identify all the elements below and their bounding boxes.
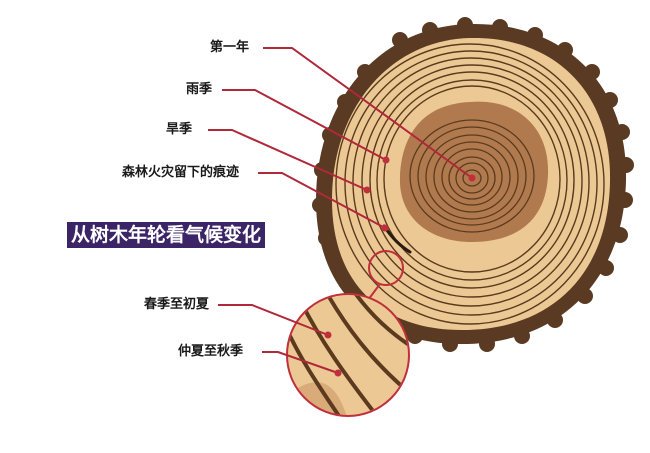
- pointer-dots: [324, 156, 476, 377]
- label-first-year: 第一年: [210, 40, 250, 55]
- label-dry-season: 旱季: [166, 122, 193, 137]
- zoom-focus-circle: [368, 250, 404, 286]
- pointer-lines: [208, 47, 473, 374]
- growth-rings: [335, 43, 605, 325]
- heartwood-rings: [409, 119, 535, 233]
- label-rainy-season: 雨季: [186, 82, 213, 97]
- label-fire-scar: 森林火灾留下的痕迹: [122, 165, 240, 180]
- label-spring-to-early-summer: 春季至初夏: [144, 297, 210, 312]
- label-midsummer-to-autumn: 仲夏至秋季: [178, 344, 244, 359]
- diagram-title-banner: 从树木年轮看气候变化: [67, 222, 266, 248]
- heartwood: [399, 101, 549, 242]
